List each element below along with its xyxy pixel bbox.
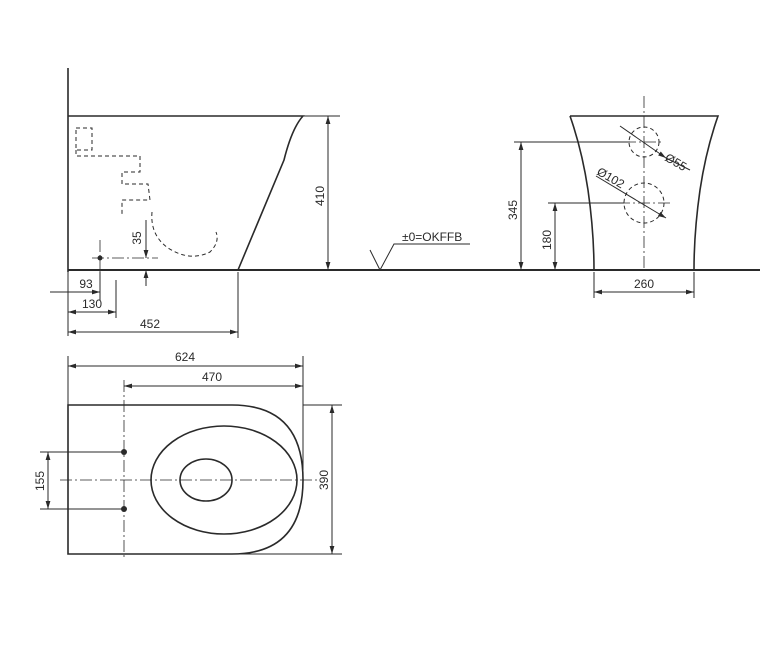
dashed-trap bbox=[75, 150, 151, 216]
side-view: 410 35 93 130 452 ±0=OKFFB bbox=[50, 68, 760, 338]
pipe-small-leader bbox=[619, 125, 667, 159]
pipe-small-label: Ø55 bbox=[663, 150, 690, 174]
dashed-bowl-well bbox=[151, 211, 218, 257]
dim-180-label: 180 bbox=[540, 230, 554, 250]
dim-93-label: 93 bbox=[79, 277, 93, 291]
front-bowl-outline bbox=[569, 115, 720, 271]
top-view: 624 470 155 390 bbox=[33, 350, 342, 560]
flush-connector bbox=[75, 127, 93, 151]
dim-410-label: 410 bbox=[313, 186, 327, 206]
top-body-outline bbox=[67, 404, 304, 555]
dim-390-label: 390 bbox=[317, 470, 331, 490]
dim-624-label: 624 bbox=[175, 350, 195, 364]
front-view: Ø55 Ø102 345 180 260 bbox=[506, 96, 720, 298]
dim-260-label: 260 bbox=[634, 277, 654, 291]
pipe-large-leader bbox=[595, 175, 667, 219]
dim-452-label: 452 bbox=[140, 317, 160, 331]
floor-level-label: ±0=OKFFB bbox=[402, 230, 462, 244]
side-bowl-outline bbox=[68, 115, 305, 271]
dim-35-label: 35 bbox=[130, 231, 144, 245]
dim-155-label: 155 bbox=[33, 471, 47, 491]
pipe-large-label: Ø102 bbox=[595, 164, 628, 191]
dim-470-label: 470 bbox=[202, 370, 222, 384]
dim-130-label: 130 bbox=[82, 297, 102, 311]
floor-level-symbol bbox=[369, 243, 470, 272]
outlet-point bbox=[97, 255, 103, 261]
dim-345-label: 345 bbox=[506, 200, 520, 220]
